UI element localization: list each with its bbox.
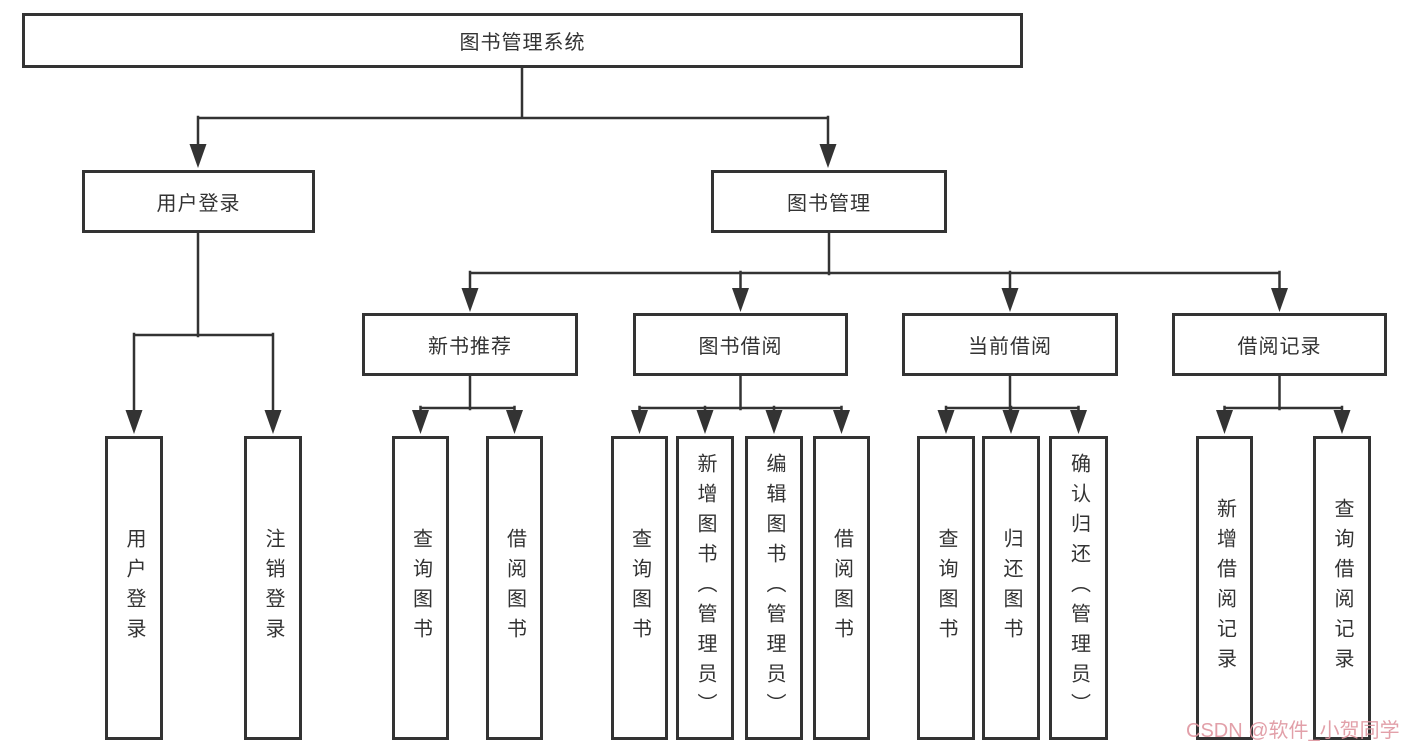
- leaf-label: 归还图书: [1000, 528, 1022, 648]
- node-book-borrow: 图书借阅: [633, 313, 848, 376]
- leaf-bb-query-book: 查询图书: [611, 436, 668, 740]
- arrowhead-icon: [732, 288, 749, 312]
- arrowhead-icon: [833, 410, 850, 434]
- leaf-label: 查询图书: [628, 528, 651, 648]
- node-label: 新书推荐: [428, 336, 512, 358]
- leaf-bb-borrow-book: 借阅图书: [813, 436, 870, 740]
- leaf-label: 借阅图书: [830, 528, 853, 648]
- leaf-br-add-record: 新增借阅记录: [1196, 436, 1253, 740]
- leaf-cb-return-book: 归还图书: [982, 436, 1040, 740]
- leaf-nbr-borrow-book: 借阅图书: [486, 436, 543, 740]
- node-label: 图书管理系统: [459, 32, 586, 54]
- leaf-label: 借阅图书: [503, 528, 526, 648]
- arrowhead-icon: [125, 410, 143, 434]
- arrowhead-icon: [461, 288, 479, 312]
- node-current-borrow: 当前借阅: [902, 313, 1118, 376]
- arrowhead-icon: [1216, 410, 1233, 434]
- leaf-user-login: 用户登录: [105, 436, 163, 740]
- watermark: CSDN @软件_小贺同学: [1186, 720, 1400, 742]
- connector-current-borrow-to-leaves: [937, 374, 1087, 434]
- arrowhead-icon: [765, 410, 783, 434]
- arrowhead-icon: [631, 410, 648, 434]
- connector-borrow-record-to-leaves: [1216, 374, 1351, 434]
- leaf-label: 查询借阅记录: [1331, 498, 1353, 678]
- leaf-label: 用户登录: [123, 528, 145, 648]
- leaf-cb-query-book: 查询图书: [917, 436, 975, 740]
- arrowhead-icon: [696, 410, 714, 434]
- arrowhead-icon: [189, 144, 207, 168]
- node-borrow-record: 借阅记录: [1172, 313, 1387, 376]
- connector-book-borrow-to-leaves: [631, 374, 850, 434]
- node-label: 当前借阅: [968, 336, 1052, 358]
- node-library-management-system: 图书管理系统: [22, 13, 1023, 68]
- arrowhead-icon: [1070, 410, 1087, 434]
- arrowhead-icon: [506, 410, 523, 434]
- node-label: 借阅记录: [1237, 336, 1322, 358]
- node-book-management-branch: 图书管理: [711, 170, 947, 233]
- leaf-label: 查询图书: [935, 528, 957, 648]
- arrowhead-icon: [1333, 410, 1351, 434]
- node-label: 用户登录: [156, 193, 241, 215]
- leaf-br-query-record: 查询借阅记录: [1313, 436, 1371, 740]
- node-new-book-recommend: 新书推荐: [362, 313, 578, 376]
- connector-user-login-to-leaves: [125, 231, 282, 434]
- arrowhead-icon: [1002, 410, 1020, 434]
- arrowhead-icon: [1271, 288, 1288, 312]
- connector-new-book-to-leaves: [412, 374, 523, 434]
- arrowhead-icon: [412, 410, 429, 434]
- leaf-label: 注销登录: [262, 528, 284, 648]
- leaf-bb-add-book-admin: 新增图书（管理员）: [676, 436, 734, 740]
- arrowhead-icon: [819, 144, 837, 168]
- leaf-label: 确认归还（管理员）: [1067, 453, 1090, 723]
- leaf-label: 新增借阅记录: [1213, 498, 1236, 678]
- connector-root-to-level2: [189, 66, 837, 168]
- node-label: 图书管理: [787, 193, 871, 215]
- arrowhead-icon: [1001, 288, 1019, 312]
- node-label: 图书借阅: [698, 336, 783, 358]
- leaf-bb-edit-book-admin: 编辑图书（管理员）: [745, 436, 803, 740]
- leaf-logout: 注销登录: [244, 436, 302, 740]
- leaf-label: 新增图书（管理员）: [694, 453, 716, 723]
- leaf-cb-confirm-return-admin: 确认归还（管理员）: [1049, 436, 1108, 740]
- leaf-label: 编辑图书（管理员）: [763, 453, 785, 723]
- arrowhead-icon: [937, 410, 955, 434]
- arrowhead-icon: [264, 410, 282, 434]
- node-user-login-branch: 用户登录: [82, 170, 315, 233]
- leaf-label: 查询图书: [409, 528, 432, 648]
- connector-book-management-to-level3: [461, 231, 1288, 312]
- leaf-nbr-query-book: 查询图书: [392, 436, 449, 740]
